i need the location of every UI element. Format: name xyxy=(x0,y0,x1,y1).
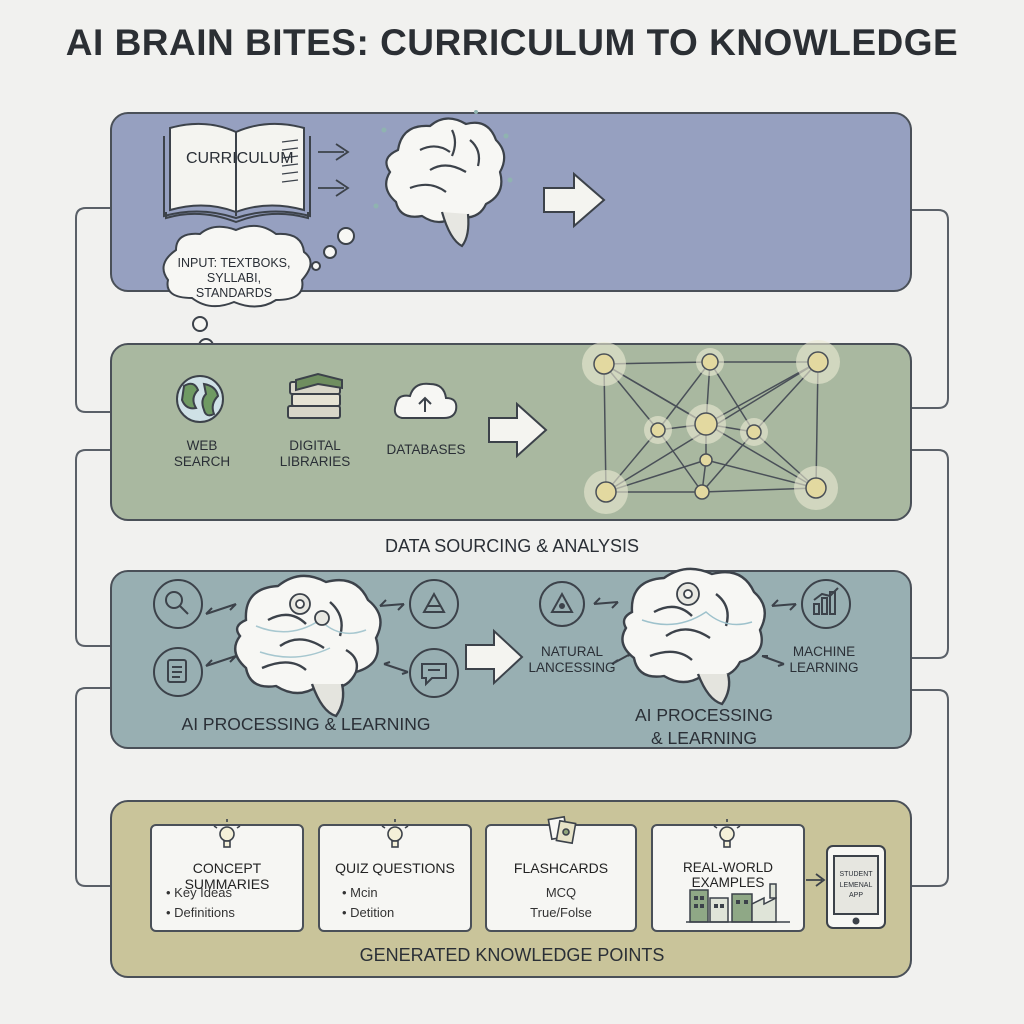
brain-icon xyxy=(385,117,506,248)
databases-label: DATABASES xyxy=(386,442,466,457)
list-item: Mcin xyxy=(342,883,394,903)
ml-line-1: MACHINE xyxy=(792,644,856,659)
warning-icon xyxy=(539,581,585,627)
cloud-upload-icon xyxy=(393,382,458,419)
list-item: Detition xyxy=(342,903,394,923)
ai-processing-caption-right: AI PROCESSING & LEARNING xyxy=(604,704,804,750)
list-item: MCQ xyxy=(545,885,577,900)
brain-icon xyxy=(621,567,766,706)
globe-icon xyxy=(176,375,224,423)
ml-line-2: LEARNING xyxy=(789,660,859,676)
knowledge-points-caption: GENERATED KNOWLEDGE POINTS xyxy=(359,945,665,965)
web-line-1: WEB xyxy=(186,438,218,453)
arrow-right-icon xyxy=(806,873,826,887)
chat-icon xyxy=(409,648,459,698)
page-title: AI BRAIN BITES: CURRICULUM TO KNOWLEDGE xyxy=(65,22,959,63)
input-line-2: SYLLABI, STANDARDS xyxy=(195,271,273,300)
nlp-line-1: NATURAL xyxy=(540,644,603,659)
warning-icon xyxy=(409,579,459,629)
flashcard-icon xyxy=(547,815,577,845)
gear-icon xyxy=(676,582,700,606)
tablet-icon xyxy=(826,845,886,929)
web-line-2: SEARCH xyxy=(173,454,231,470)
tablet-line-1: STUDENT xyxy=(839,871,873,878)
nlp-line-2: LANCESSING xyxy=(528,660,616,676)
card-title: QUIZ QUESTIONS xyxy=(335,860,455,876)
list-item: True/Folse xyxy=(530,905,592,920)
lightbulb-icon xyxy=(213,819,241,848)
arrow-right-icon xyxy=(488,401,548,459)
list-item: Definitions xyxy=(166,903,235,923)
neural-network-graph xyxy=(582,340,840,514)
lightbulb-icon xyxy=(713,819,741,848)
caption-right-line-1: AI PROCESSING xyxy=(634,705,774,725)
thought-bubble xyxy=(162,224,355,354)
data-sourcing-caption: DATA SOURCING & ANALYSIS xyxy=(384,536,640,556)
arrow-right-icon xyxy=(318,143,350,197)
buildings-icon xyxy=(686,883,790,923)
arrow-right-icon xyxy=(465,628,524,686)
curriculum-label: CURRICULUM xyxy=(186,150,294,167)
card-items: Mcin Detition xyxy=(342,883,394,923)
student-app-label: STUDENT LEMENAL APP xyxy=(834,870,878,902)
document-icon xyxy=(153,647,203,697)
books-icon xyxy=(287,372,343,419)
ai-processing-caption-left: AI PROCESSING & LEARNING xyxy=(181,714,431,734)
lib-line-2: LIBRARIES xyxy=(279,454,351,470)
web-search-label: WEB SEARCH xyxy=(160,438,244,470)
card-title: REAL-WORLD EXAMPLES xyxy=(682,860,773,890)
card-items: MCQ True/Folse xyxy=(487,883,635,923)
list-item: Key Ideas xyxy=(166,883,235,903)
tablet-line-2: LEMENAL APP xyxy=(839,881,873,900)
card-concept-summaries: CONCEPT SUMMARIES Key Ideas Definitions xyxy=(150,824,304,932)
natural-language-label: NATURAL LANCESSING xyxy=(522,644,622,676)
bar-chart-icon xyxy=(801,579,851,629)
brain-icon xyxy=(234,574,382,718)
card-items: Key Ideas Definitions xyxy=(166,883,235,923)
gear-icon xyxy=(289,593,330,626)
machine-learning-label: MACHINE LEARNING xyxy=(776,644,872,676)
digital-libraries-label: DIGITAL LIBRARIES xyxy=(270,438,360,470)
lib-line-1: DIGITAL xyxy=(289,438,341,453)
card-title: FLASHCARDS xyxy=(513,860,609,876)
magnifier-icon xyxy=(153,579,203,629)
input-sources-label: INPUT: TEXTBOKS, SYLLABI, STANDARDS xyxy=(172,256,296,301)
open-book-icon xyxy=(163,122,311,224)
input-line-1: INPUT: TEXTBOKS, xyxy=(177,256,291,270)
arrow-right-icon xyxy=(543,171,606,229)
lightbulb-icon xyxy=(381,819,409,848)
caption-right-line-2: & LEARNING xyxy=(651,727,757,748)
